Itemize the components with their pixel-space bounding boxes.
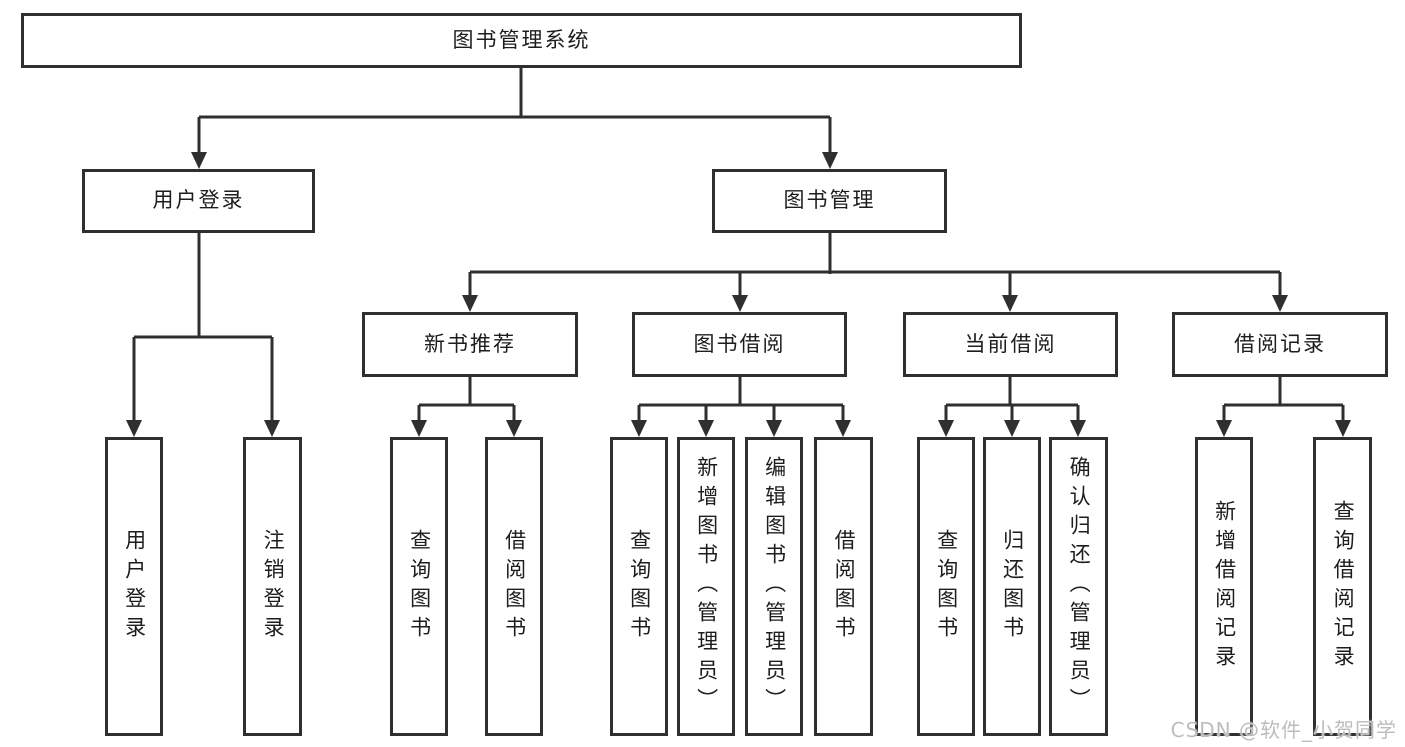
leaf-return-books: 归还图书	[983, 437, 1041, 736]
node-label: 借阅记录	[1234, 331, 1326, 356]
arrowheads	[126, 152, 1351, 437]
leaf-borrow-books-borrowing: 借阅图书	[814, 437, 873, 736]
node-label: 图书管理系统	[452, 27, 591, 52]
leaf-label: 新增借阅记录	[1212, 499, 1237, 674]
leaf-query-borrow-record: 查询借阅记录	[1313, 437, 1372, 736]
node-library-management-system: 图书管理系统	[21, 13, 1022, 68]
leaf-label: 用户登录	[122, 528, 147, 645]
node-current-borrowing: 当前借阅	[903, 312, 1118, 377]
leaf-user-login: 用户登录	[105, 437, 163, 736]
leaf-edit-book-admin: 编辑图书（管理员）	[745, 437, 803, 736]
node-book-management: 图书管理	[712, 169, 947, 233]
leaf-label: 借阅图书	[502, 528, 527, 645]
node-user-login: 用户登录	[82, 169, 315, 233]
node-label: 当前借阅	[964, 331, 1057, 356]
node-book-borrowing: 图书借阅	[632, 312, 847, 377]
leaf-label: 确认归还（管理员）	[1067, 456, 1092, 717]
leaf-query-books-current: 查询图书	[917, 437, 975, 736]
leaf-label: 查询图书	[934, 528, 959, 645]
leaf-label: 查询图书	[627, 528, 652, 645]
leaf-label: 注销登录	[261, 528, 286, 645]
csdn-watermark: CSDN @软件_小贺同学	[1170, 718, 1397, 742]
leaf-query-books-recommend: 查询图书	[390, 437, 448, 736]
leaf-label: 编辑图书（管理员）	[762, 456, 787, 717]
node-label: 图书管理	[783, 188, 876, 213]
leaf-label: 借阅图书	[832, 528, 857, 645]
leaf-label: 查询借阅记录	[1331, 499, 1356, 674]
node-label: 用户登录	[152, 188, 245, 213]
leaf-query-books-borrowing: 查询图书	[610, 437, 668, 736]
node-new-book-recommend: 新书推荐	[362, 312, 578, 377]
leaf-confirm-return-admin: 确认归还（管理员）	[1049, 437, 1108, 736]
leaf-label: 查询图书	[407, 528, 432, 645]
node-label: 图书借阅	[693, 331, 786, 356]
leaf-add-borrow-record: 新增借阅记录	[1195, 437, 1253, 736]
leaf-label: 新增图书（管理员）	[694, 456, 719, 717]
node-label: 新书推荐	[424, 331, 516, 356]
leaf-logout: 注销登录	[243, 437, 302, 736]
node-borrowing-records: 借阅记录	[1172, 312, 1388, 377]
leaf-add-book-admin: 新增图书（管理员）	[677, 437, 735, 736]
leaf-borrow-books-recommend: 借阅图书	[485, 437, 543, 736]
leaf-label: 归还图书	[1000, 528, 1025, 645]
